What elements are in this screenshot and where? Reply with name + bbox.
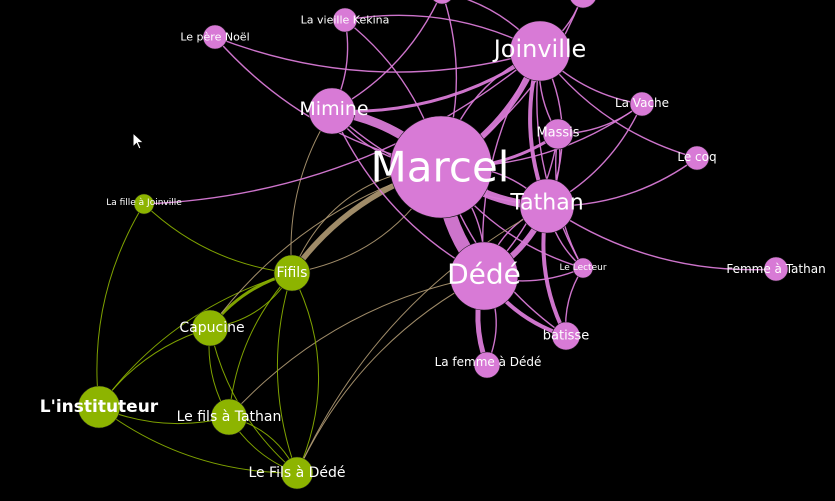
node-label-marcel: Marcel xyxy=(371,143,510,192)
node-label-femme-dede: La femme à Dédé xyxy=(435,355,542,369)
node-instituteur[interactable] xyxy=(77,385,121,429)
nodes-layer xyxy=(77,0,789,490)
node-top-a[interactable] xyxy=(430,0,454,5)
edge-dede-fils_tathan xyxy=(228,275,485,418)
node-fille-joinville[interactable] xyxy=(133,193,155,215)
node-tathan[interactable] xyxy=(519,178,575,234)
node-pere-noel[interactable] xyxy=(202,24,228,50)
node-label-fifils: Fifils xyxy=(277,265,308,281)
node-lecteur[interactable] xyxy=(572,257,594,279)
node-vieille[interactable] xyxy=(332,7,358,33)
edge-fifils-fils_dede xyxy=(291,272,320,474)
node-coq[interactable] xyxy=(684,145,710,171)
node-fils-tathan[interactable] xyxy=(210,398,248,436)
node-label-lecteur: Le Lecteur xyxy=(559,263,606,273)
edge-fifils-fils_dede xyxy=(276,272,298,474)
edges-layer xyxy=(96,0,777,474)
edge-fifils-fils_tathan xyxy=(228,272,293,418)
node-label-dede: Dédé xyxy=(447,258,521,291)
edge-fille_joinville-joinville xyxy=(143,50,541,205)
edge-instituteur-fils_dede xyxy=(98,406,298,474)
node-label-pere-noel: Le père Noël xyxy=(180,31,249,44)
node-joinville[interactable] xyxy=(509,20,571,82)
node-label-fils-dede: Le Fils à Dédé xyxy=(248,465,345,481)
node-label-femme-tathan: Femme à Tathan xyxy=(726,262,825,276)
node-label-massis: Massis xyxy=(536,126,579,141)
mouse-pointer-icon xyxy=(132,132,145,150)
node-fifils[interactable] xyxy=(273,254,311,292)
node-femme-dede[interactable] xyxy=(473,351,501,379)
node-dede[interactable] xyxy=(449,241,519,311)
node-marcel[interactable] xyxy=(389,115,493,219)
node-vache[interactable] xyxy=(629,91,655,117)
node-label-batisse: batisse xyxy=(543,329,589,344)
node-label-joinville: Joinville xyxy=(492,35,587,63)
edge-tathan-femme_tathan xyxy=(546,205,777,271)
edge-fille_joinville-instituteur xyxy=(96,203,145,408)
node-capucine[interactable] xyxy=(191,309,229,347)
node-label-capucine: Capucine xyxy=(179,320,244,336)
node-label-fille-joinville: La fille à Joinville xyxy=(106,198,182,208)
node-top-b[interactable] xyxy=(569,0,597,9)
edge-fille_joinville-fifils xyxy=(143,203,293,274)
node-massis[interactable] xyxy=(542,118,574,150)
edge-tathan-fils_dede xyxy=(296,205,548,474)
node-label-instituteur: L'instituteur xyxy=(40,397,159,417)
node-label-tathan: Tathan xyxy=(509,191,583,216)
node-femme-tathan[interactable] xyxy=(763,256,789,282)
node-mimine[interactable] xyxy=(308,87,356,135)
edge-pere_noel-joinville xyxy=(214,36,541,73)
node-batisse[interactable] xyxy=(551,321,581,351)
node-fils-dede[interactable] xyxy=(280,456,314,490)
edge-dede-fils_dede xyxy=(296,275,485,474)
node-label-coq: Le coq xyxy=(677,150,716,164)
node-label-vache: La Vache xyxy=(615,96,669,110)
edge-fifils-instituteur xyxy=(98,272,293,408)
node-label-fils-tathan: Le fils à Tathan xyxy=(177,409,282,425)
node-label-mimine: Mimine xyxy=(299,98,368,120)
node-label-vieille: La vieille Kekina xyxy=(301,14,390,27)
